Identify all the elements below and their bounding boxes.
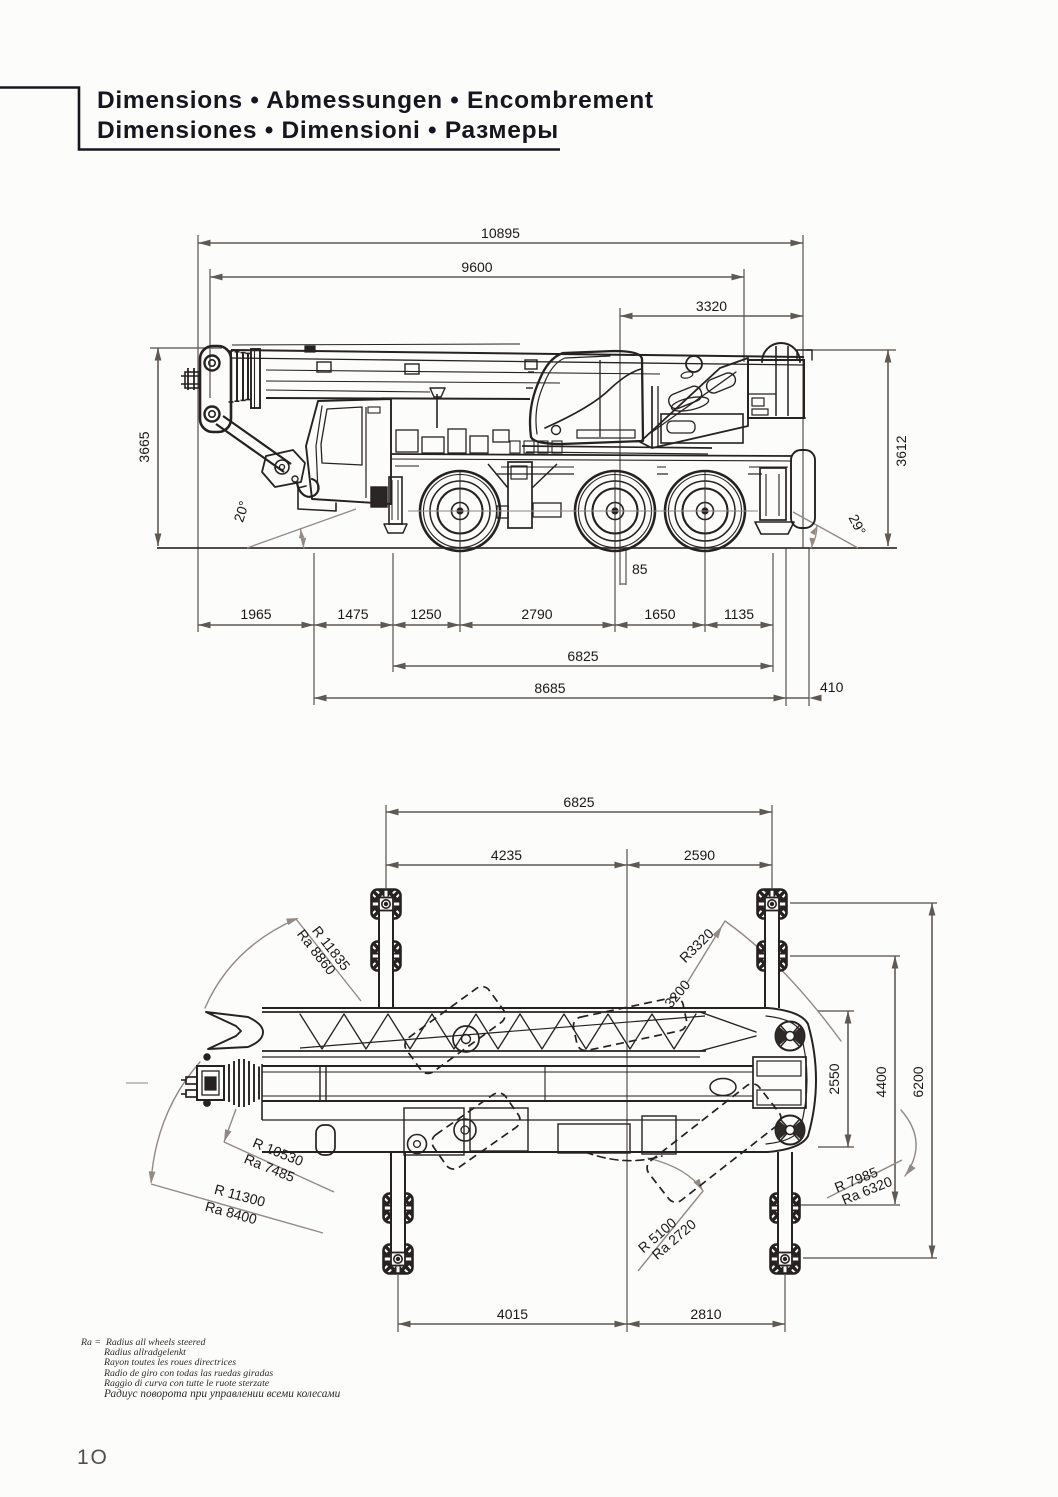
svg-text:1965: 1965 bbox=[240, 606, 271, 622]
svg-text:1250: 1250 bbox=[410, 606, 441, 622]
svg-text:410: 410 bbox=[820, 679, 844, 695]
svg-text:2790: 2790 bbox=[521, 606, 552, 622]
svg-text:1650: 1650 bbox=[644, 606, 675, 622]
svg-text:2810: 2810 bbox=[690, 1306, 721, 1322]
svg-text:6200: 6200 bbox=[910, 1066, 926, 1097]
svg-text:3665: 3665 bbox=[136, 431, 152, 462]
svg-text:29°: 29° bbox=[846, 512, 870, 538]
svg-text:6825: 6825 bbox=[567, 648, 598, 664]
svg-text:6825: 6825 bbox=[563, 794, 594, 810]
svg-text:4400: 4400 bbox=[873, 1066, 889, 1097]
svg-text:2550: 2550 bbox=[826, 1063, 842, 1094]
svg-text:1135: 1135 bbox=[724, 606, 754, 622]
svg-text:8685: 8685 bbox=[534, 680, 565, 696]
svg-text:10895: 10895 bbox=[481, 225, 520, 241]
svg-text:2590: 2590 bbox=[684, 847, 715, 863]
svg-text:20°: 20° bbox=[230, 499, 252, 524]
svg-text:4015: 4015 bbox=[497, 1306, 528, 1322]
svg-text:3320: 3320 bbox=[696, 298, 727, 314]
svg-text:9600: 9600 bbox=[461, 259, 492, 275]
svg-text:3612: 3612 bbox=[893, 435, 909, 466]
svg-text:1475: 1475 bbox=[337, 606, 368, 622]
svg-text:4235: 4235 bbox=[491, 847, 522, 863]
svg-text:85: 85 bbox=[632, 561, 648, 577]
